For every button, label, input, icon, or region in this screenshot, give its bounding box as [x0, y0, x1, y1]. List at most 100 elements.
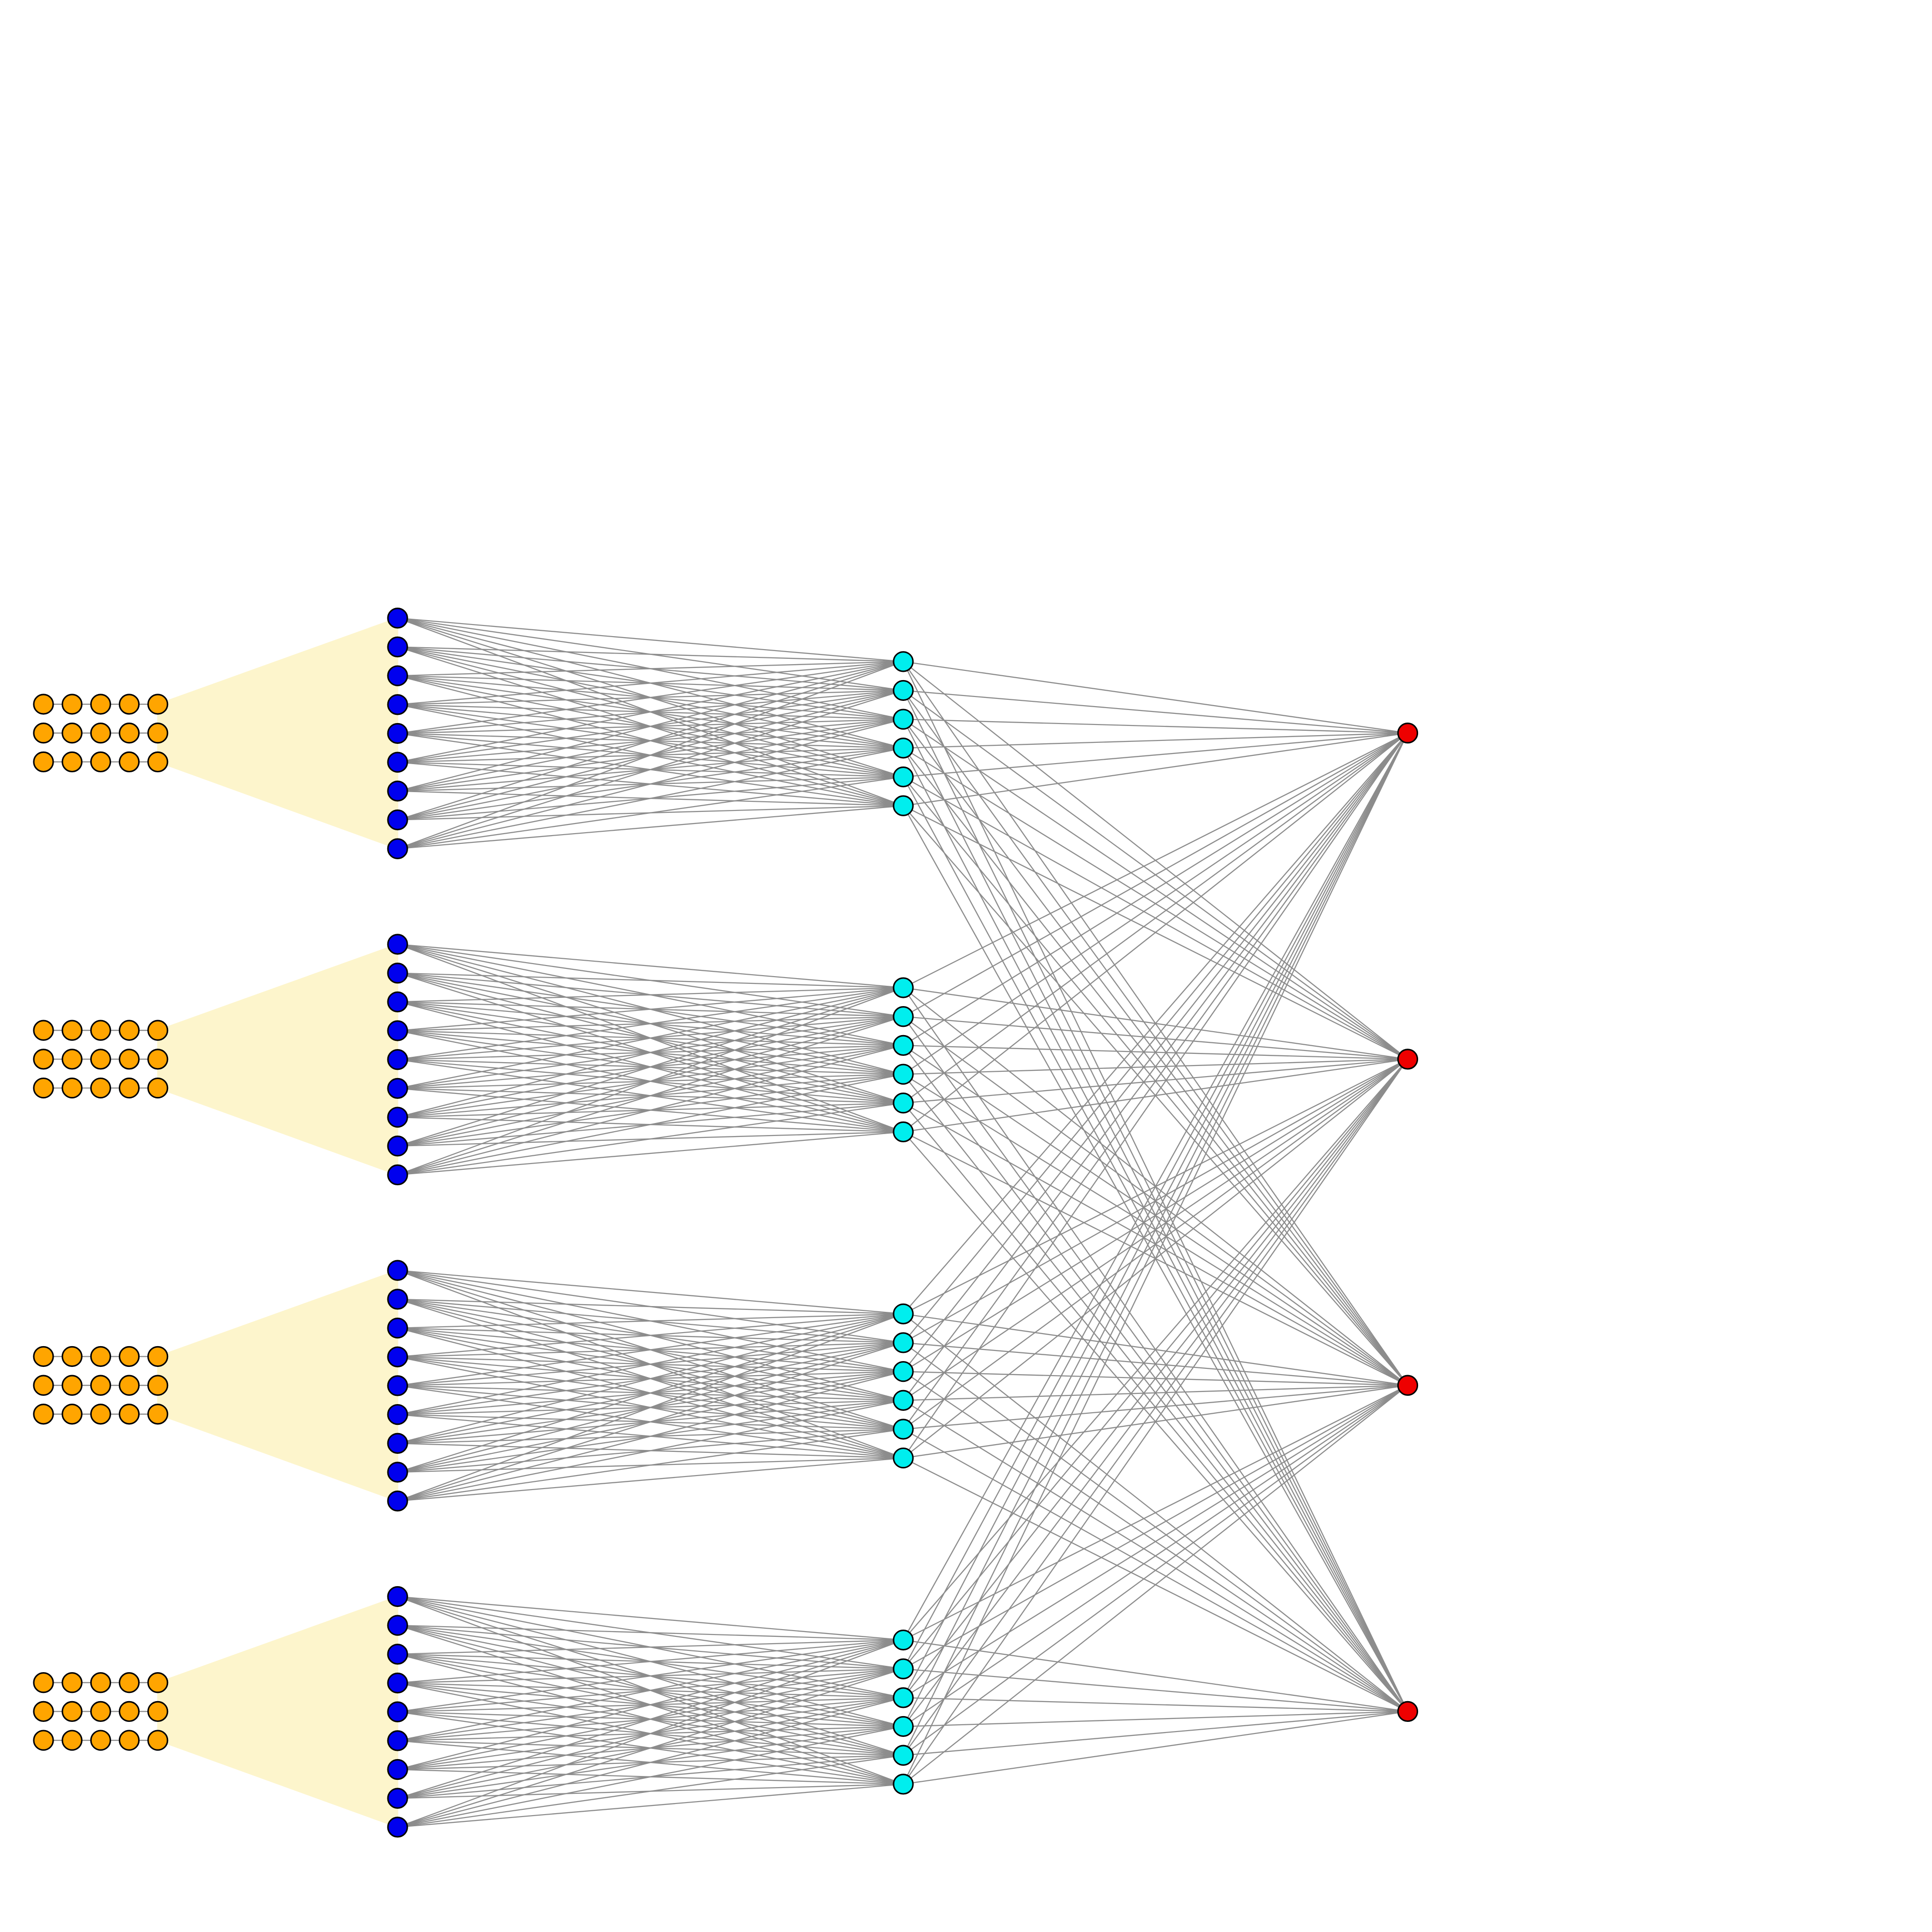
edge-h1-h2: [397, 661, 904, 792]
edge-h1-h2: [397, 987, 904, 1147]
input-node: [147, 1672, 169, 1693]
hidden1-node: [387, 1078, 408, 1099]
hidden2-node: [893, 1774, 914, 1795]
input-node: [147, 694, 169, 715]
hidden1-node: [387, 723, 408, 744]
input-node: [147, 1077, 169, 1099]
hidden2-node: [893, 1716, 914, 1737]
edge-h1-h2: [397, 987, 904, 1089]
hidden2-node: [893, 1629, 914, 1651]
edge-h1-h2: [397, 1313, 904, 1415]
edge-h1-h2: [398, 617, 904, 662]
hidden2-node: [893, 795, 914, 816]
input-node: [61, 751, 83, 773]
edge-h1-h2: [397, 661, 904, 850]
hidden1-node: [387, 1020, 408, 1041]
edge-h1-h2: [397, 1668, 904, 1828]
output-node: [1397, 723, 1419, 744]
hidden2-node: [893, 1361, 914, 1382]
input-node: [90, 1077, 112, 1099]
edge-h1-h2: [397, 661, 904, 763]
edge-h1-h2: [398, 661, 904, 677]
hidden1-node: [387, 752, 408, 773]
input-node: [61, 1404, 83, 1425]
hidden1-node: [387, 1375, 408, 1396]
edge-h1-h2: [398, 943, 904, 989]
hidden1-node: [387, 1644, 408, 1665]
edge-h1-h2: [398, 1270, 904, 1315]
input-node: [118, 1049, 140, 1070]
input-node: [90, 1404, 112, 1425]
hidden1-node: [387, 809, 408, 831]
connection-edges: [43, 617, 1408, 1828]
edge-h1-h2: [398, 1428, 904, 1502]
hidden1-node: [387, 1759, 408, 1780]
edge-h1-h2: [397, 747, 904, 850]
hidden2-node: [893, 1303, 914, 1324]
edge-h1-h2: [397, 1073, 904, 1176]
input-node: [33, 1049, 54, 1070]
hidden1-node: [387, 1586, 408, 1607]
edge-h1-h2: [398, 1313, 904, 1358]
input-node: [33, 1701, 54, 1722]
hidden2-node: [893, 1419, 914, 1440]
edge-h1-h2: [398, 987, 904, 1032]
output-node: [1397, 1701, 1419, 1722]
edge-h2-output: [903, 733, 1408, 1641]
hidden1-node: [387, 1672, 408, 1694]
edge-h2-output: [903, 732, 1408, 1343]
edge-h2-output: [903, 1711, 1408, 1785]
hidden1-node: [387, 1049, 408, 1070]
input-node: [118, 1346, 140, 1367]
edge-h1-h2: [398, 1457, 904, 1502]
hidden2-node: [893, 766, 914, 788]
input-node: [90, 1049, 112, 1070]
hidden2-node: [893, 680, 914, 701]
edge-h1-h2: [397, 1639, 904, 1828]
edge-h2-output: [903, 1059, 1408, 1669]
edge-h1-h2: [397, 1639, 904, 1770]
edge-h1-h2: [398, 646, 904, 662]
hidden1-node: [387, 963, 408, 984]
hidden1-node: [387, 608, 408, 629]
edge-h2-output: [903, 1385, 1408, 1698]
edge-h2-output: [903, 1711, 1408, 1756]
input-node: [118, 723, 140, 744]
edge-h1-h2: [397, 1639, 904, 1742]
input-node: [33, 694, 54, 715]
hidden1-node: [387, 1317, 408, 1339]
input-node: [61, 1020, 83, 1041]
hidden1-node: [387, 1164, 408, 1186]
edge-h2-output: [903, 732, 1408, 1133]
hidden1-node: [387, 1107, 408, 1128]
input-node: [61, 1049, 83, 1070]
input-node: [90, 1375, 112, 1396]
edge-h2-output: [903, 690, 1408, 734]
input-node: [147, 1375, 169, 1396]
edge-h2-output: [903, 1059, 1408, 1756]
edge-h2-output: [903, 732, 1408, 1315]
input-node: [61, 1730, 83, 1751]
hidden1-node: [387, 991, 408, 1012]
edge-h2-output: [903, 733, 1408, 1401]
edge-h1-h2: [398, 1313, 904, 1387]
edge-h1-h2: [397, 1400, 904, 1502]
hidden2-node: [893, 738, 914, 759]
input-node: [147, 1404, 169, 1425]
input-node: [90, 1730, 112, 1751]
edge-h1-h2: [397, 1016, 904, 1176]
input-node: [147, 1020, 169, 1041]
edge-h1-h2: [397, 661, 904, 821]
hidden1-node: [387, 1260, 408, 1281]
edge-h1-h2: [397, 1639, 904, 1799]
hidden2-node: [893, 1006, 914, 1027]
input-node: [33, 1730, 54, 1751]
input-node: [90, 1346, 112, 1367]
hidden1-node: [387, 1289, 408, 1310]
hidden1-node: [387, 694, 408, 715]
hidden1-node: [387, 1346, 408, 1367]
hidden2-node: [893, 1332, 914, 1353]
edge-h2-output: [903, 1385, 1408, 1641]
